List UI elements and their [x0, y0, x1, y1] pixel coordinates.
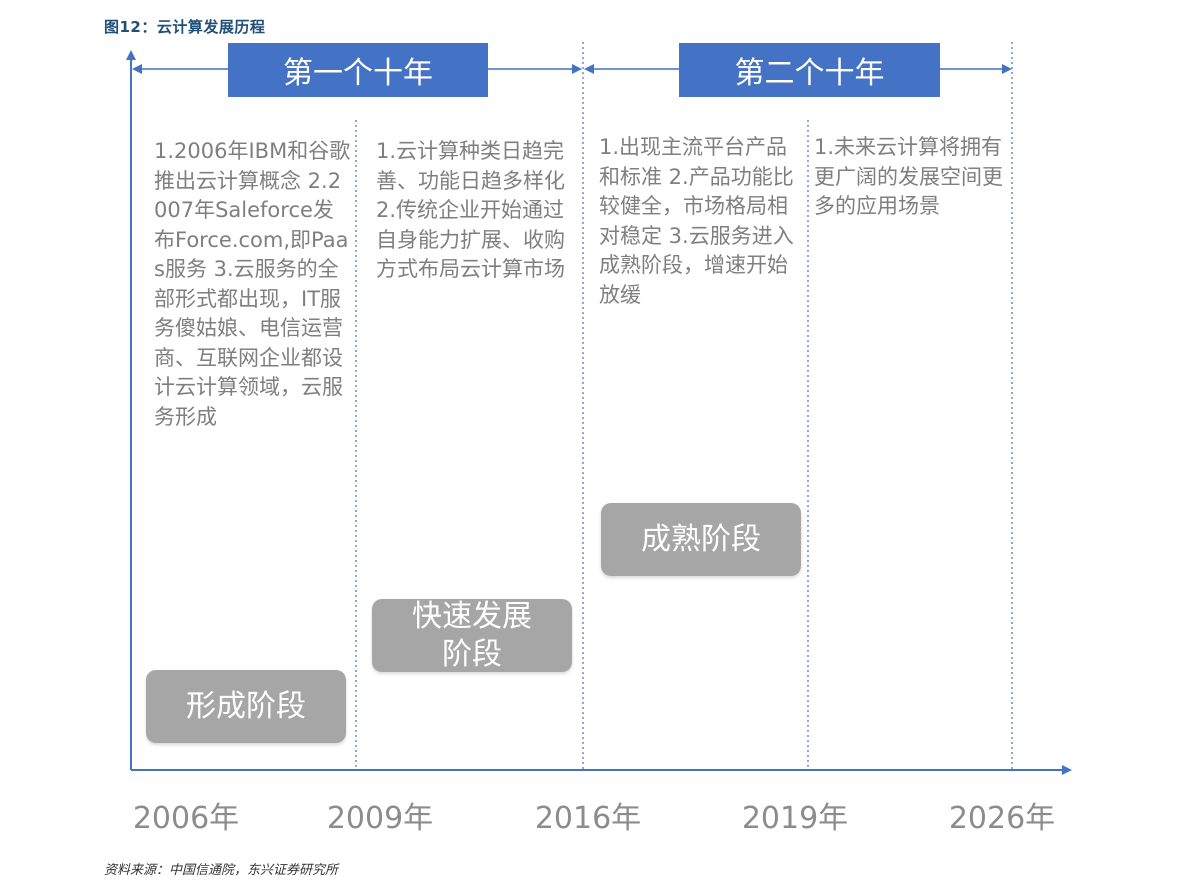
year-label-2026: 2026年 [948, 801, 1056, 836]
stage-maturity: 成熟阶段 [601, 503, 801, 576]
era-first-decade: 第一个十年 [228, 43, 488, 97]
year-label-2016: 2016年 [534, 801, 642, 836]
stage-formation: 形成阶段 [146, 670, 346, 743]
column-text-2009-2016: 1.云计算种类日趋完善、功能日趋多样化 2.传统企业开始通过自身能力扩展、收购方… [376, 139, 565, 281]
year-label-2009: 2009年 [326, 801, 434, 836]
figure-title: 图12：云计算发展历程 [104, 18, 266, 36]
year-label-2006: 2006年 [132, 801, 240, 836]
era-second-decade: 第二个十年 [679, 43, 940, 97]
column-text-2016-2019: 1.出现主流平台产品和标准 2.产品功能比较健全，市场格局相对稳定 3.云服务进… [599, 135, 794, 307]
year-label-2019: 2019年 [741, 801, 849, 836]
stage-rapid-growth: 快速发展阶段 [372, 599, 572, 672]
source-note: 资料来源：中国信通院，东兴证券研究所 [104, 863, 339, 878]
column-text-2019-2026: 1.未来云计算将拥有更广阔的发展空间更多的应用场景 [814, 135, 1003, 218]
column-text-2006-2009: 1.2006年IBM和谷歌推出云计算概念 2.2007年Saleforce发布F… [154, 139, 351, 429]
